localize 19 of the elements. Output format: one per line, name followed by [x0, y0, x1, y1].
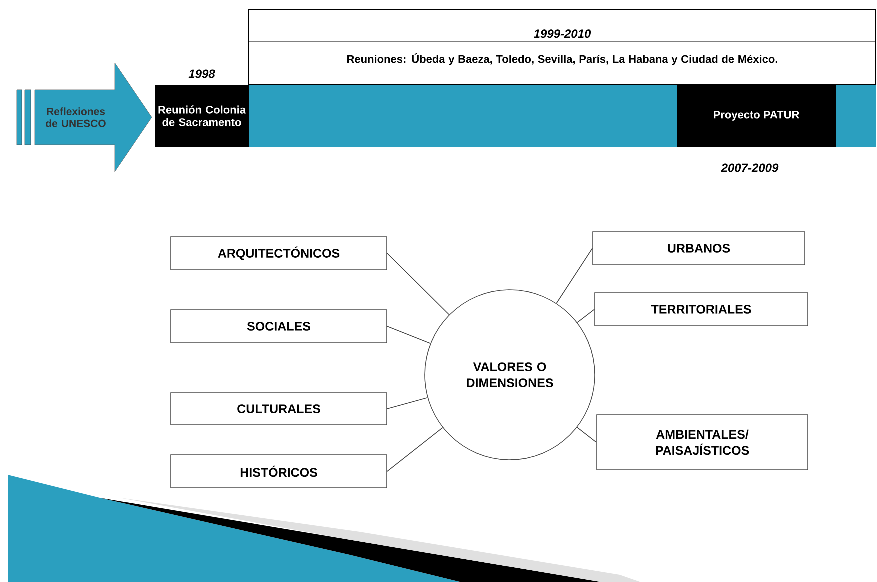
- connector-line: [576, 427, 597, 443]
- value-box: ARQUITECTÓNICOS: [170, 236, 388, 270]
- connector-line: [387, 326, 431, 344]
- value-box: URBANOS: [592, 232, 806, 266]
- value-box: AMBIENTALES/ PAISAJÍSTICOS: [596, 414, 808, 470]
- year-label: 1998: [188, 70, 216, 78]
- event-box: Reunión Colonia de Sacramento: [155, 85, 249, 147]
- connector-line: [577, 309, 595, 324]
- connector-line: [387, 397, 428, 410]
- period-box: 1999-2010 Reuniones: Úbeda y Baeza, Toledo, Sevilla, París, La Habana y Ciudad de México.: [248, 10, 876, 86]
- value-box: CULTURALES: [170, 392, 388, 426]
- project-box: Proyecto PATUR: [677, 85, 836, 147]
- connector-line: [387, 253, 450, 316]
- value-box: HISTÓRICOS: [170, 454, 388, 488]
- year-label: 2007-2009: [721, 164, 779, 172]
- value-box: TERRITORIALES: [594, 292, 808, 326]
- value-box: SOCIALES: [170, 310, 388, 344]
- connector-line: [556, 248, 593, 304]
- connector-line: [387, 427, 444, 472]
